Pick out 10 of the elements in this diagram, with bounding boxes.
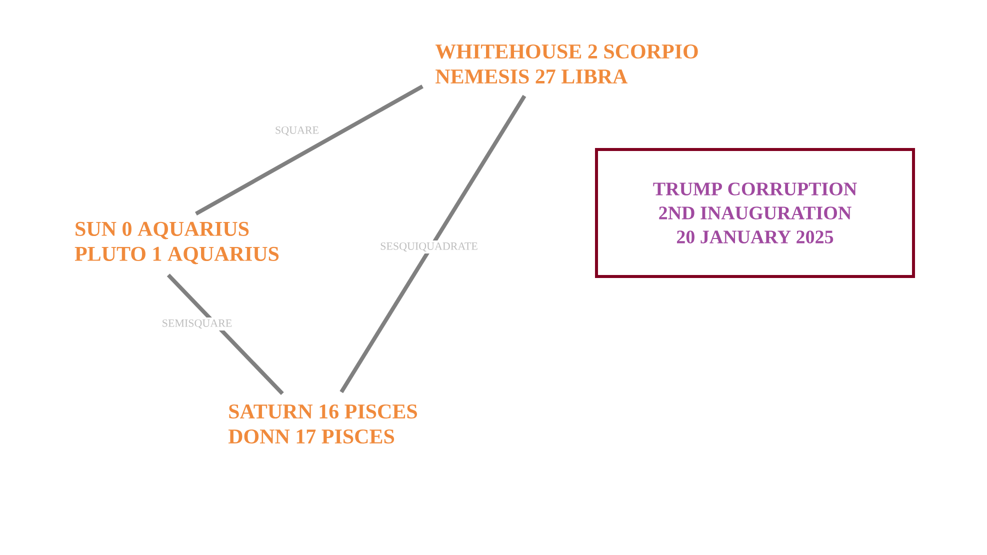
planet-label: SUN 0 AQUARIUS PLUTO 1 AQUARIUS xyxy=(74,222,279,264)
planet-label: SATURN 16 PISCES DONN 17 PISCES xyxy=(228,404,417,444)
title-box: TRUMP CORRUPTION 2ND INAUGURATION 20 JANUARY 2025 xyxy=(595,148,915,278)
edge-label: SEMISQUARE xyxy=(160,317,234,331)
edge-label: SQUARE xyxy=(273,124,321,138)
connector-line xyxy=(166,274,284,395)
connector-line xyxy=(340,94,526,394)
edge-label: SESQUIQUADRATE xyxy=(378,240,480,254)
planet-label: WHITEHOUSE 2 SCORPIO NEMESIS 27 LIBRA xyxy=(435,44,698,84)
connector-line xyxy=(195,84,424,216)
